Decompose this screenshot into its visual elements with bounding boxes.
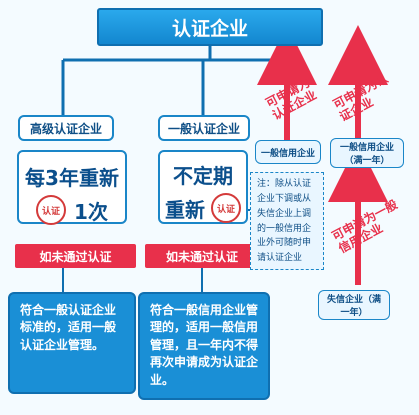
general-enterprise-label: 一般认证企业 <box>158 115 250 141</box>
main-title: 认证企业 <box>97 8 323 46</box>
seal-icon: 认证 <box>211 193 241 223</box>
advanced-enterprise-label: 高级认证企业 <box>18 115 114 141</box>
general-review-line1: 不定期 <box>173 164 233 188</box>
dishonest-box: 失信企业（满一年） <box>318 290 390 320</box>
advanced-review-box: 每3年重新 认证 1次 <box>17 150 127 225</box>
seal-icon: 认证 <box>36 195 67 225</box>
general-outcome-box: 符合一般信用企业管理的，适用一般信用管理，且一年内不得再次申请成为认证企业。 <box>138 292 270 400</box>
advanced-fail-bar: 如未通过认证 <box>15 244 136 268</box>
general-credit-box: 一般信用企业 <box>255 140 321 164</box>
general-review-box: 不定期 重新 认证 <box>158 150 248 224</box>
general-review-line2: 重新 <box>165 197 205 222</box>
note-box: 注：除从认证企业下调或从失信企业上调的一般信用企业外可随时申请认证企业 <box>250 172 324 270</box>
advanced-review-suffix: 1次 <box>74 199 108 224</box>
general-credit-year-box: 一般信用企业（满一年） <box>330 138 404 168</box>
advanced-review-text: 每3年重新 <box>25 166 119 190</box>
advanced-outcome-box: 符合一般认证企业标准的，适用一般认证企业管理。 <box>8 292 136 394</box>
general-fail-bar: 如未通过认证 <box>145 244 259 268</box>
general-outcome-text: 符合一般信用企业管理的，适用一般信用管理，且一年内不得再次申请成为认证企业。 <box>150 303 259 387</box>
advanced-outcome-text: 符合一般认证企业标准的，适用一般认证企业管理。 <box>20 303 117 352</box>
